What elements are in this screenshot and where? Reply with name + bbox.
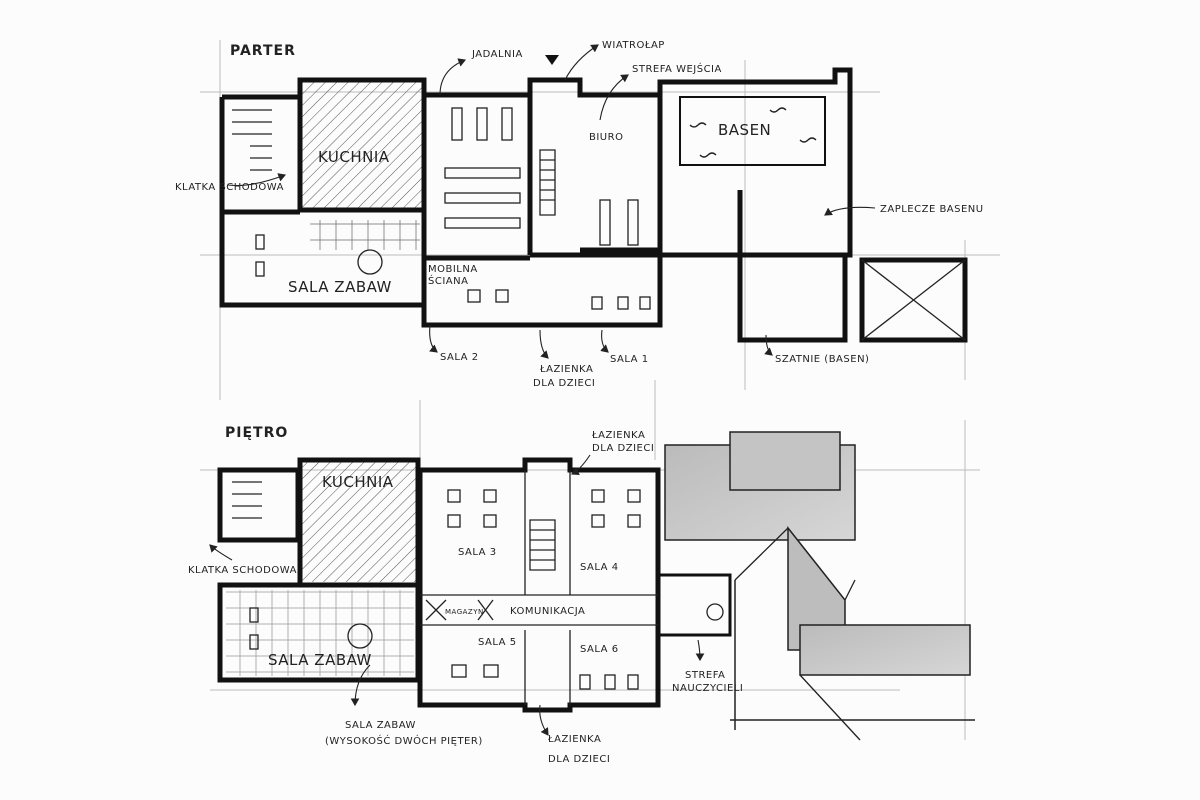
label-upper-bathroom-bottom-2: DLA DZIECI xyxy=(548,754,610,765)
label-circulation: KOMUNIKACJA xyxy=(510,606,585,617)
label-room1: SALA 1 xyxy=(610,354,649,365)
label-staircase: KLATKA SCHODOWA xyxy=(175,182,284,193)
label-dining: JADALNIA xyxy=(471,49,523,60)
entrance-arrow-icon xyxy=(545,55,559,65)
label-kitchen: KUCHNIA xyxy=(318,148,390,166)
label-room4: SALA 4 xyxy=(580,562,619,573)
upper-annotation-arrows xyxy=(209,454,705,736)
label-teachers-2: NAUCZYCIELI xyxy=(672,683,743,694)
label-office: BIURO xyxy=(589,132,623,143)
label-entrance-zone: STREFA WEJŚCIA xyxy=(632,62,722,75)
label-upper-playroom: SALA ZABAW xyxy=(268,651,372,669)
label-playroom-note-1: SALA ZABAW xyxy=(345,720,416,731)
label-upper-bathroom-top-1: ŁAZIENKA xyxy=(591,430,645,441)
label-playroom-note-2: (WYSOKOŚĆ DWÓCH PIĘTER) xyxy=(325,734,483,747)
label-storage: MAGAZYN xyxy=(445,608,484,616)
label-mobile-wall-1: MOBILNA xyxy=(428,264,478,275)
label-bathroom-1: ŁAZIENKA xyxy=(539,364,593,375)
label-changing-rooms: SZATNIE (BASEN) xyxy=(775,354,869,365)
label-vestibule: WIATROŁAP xyxy=(602,40,665,51)
label-room5: SALA 5 xyxy=(478,637,517,648)
label-room2: SALA 2 xyxy=(440,352,479,363)
annotation-arrows xyxy=(227,44,876,359)
upper-floor-title: PIĘTRO xyxy=(225,425,288,441)
label-room3: SALA 3 xyxy=(458,547,497,558)
upper-floor-plan xyxy=(217,431,971,741)
roof-shading xyxy=(664,431,971,741)
label-playroom: SALA ZABAW xyxy=(288,278,392,296)
label-upper-staircase: KLATKA SCHODOWA xyxy=(188,565,297,576)
label-pool: BASEN xyxy=(718,121,771,139)
label-upper-bathroom-bottom-1: ŁAZIENKA xyxy=(547,734,601,745)
label-upper-kitchen: KUCHNIA xyxy=(322,473,394,491)
ground-floor-title: PARTER xyxy=(230,43,296,59)
ground-floor-plan xyxy=(219,55,968,343)
label-upper-bathroom-top-2: DLA DZIECI xyxy=(592,443,654,454)
label-pool-backroom: ZAPLECZE BASENU xyxy=(880,204,984,215)
label-teachers-1: STREFA xyxy=(685,670,725,681)
label-room6: SALA 6 xyxy=(580,644,619,655)
label-mobile-wall-2: ŚCIANA xyxy=(428,274,468,287)
label-bathroom-2: DLA DZIECI xyxy=(533,378,595,389)
